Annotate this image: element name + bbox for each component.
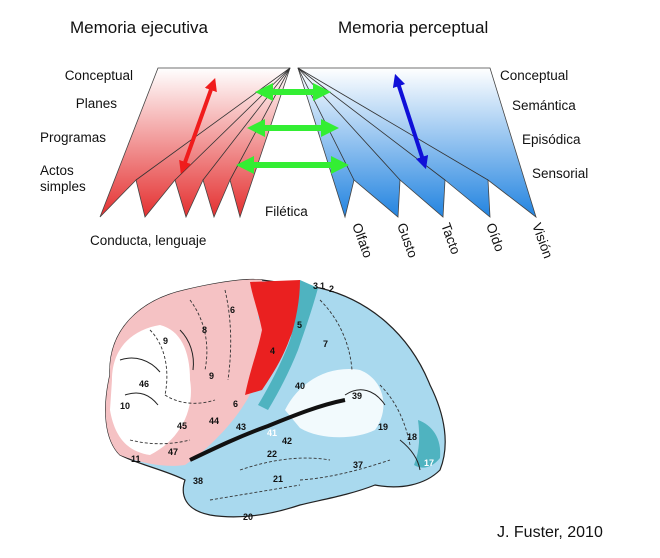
- prefrontal-white-region: [110, 325, 191, 455]
- area-41: 41: [267, 428, 277, 438]
- area-43: 43: [236, 422, 246, 432]
- area-8: 8: [202, 325, 207, 335]
- area-47: 47: [168, 447, 178, 457]
- perceptual-blue-arrow: [392, 73, 429, 170]
- perceptual-hierarchy: [297, 67, 537, 219]
- occipital-region: [414, 420, 441, 468]
- area-1: 1: [320, 281, 325, 291]
- area-9-mid: 9: [209, 371, 214, 381]
- area-46: 46: [139, 379, 149, 389]
- area-9-top: 9: [163, 336, 168, 346]
- sense-vision: Visión: [529, 221, 556, 260]
- area-39: 39: [352, 391, 362, 401]
- area-21: 21: [273, 474, 283, 484]
- somatosensory-strip: [258, 280, 318, 410]
- area-2: 2: [329, 284, 334, 294]
- area-6-low: 6: [233, 399, 238, 409]
- sylvian-fissure: [189, 398, 346, 462]
- perc-level-conceptual: Conceptual: [500, 68, 568, 83]
- perceptual-memory-title: Memoria perceptual: [338, 18, 488, 37]
- area-10: 10: [120, 401, 130, 411]
- area-38: 38: [193, 476, 203, 486]
- exec-level-conceptual: Conceptual: [65, 68, 133, 83]
- area-5: 5: [297, 320, 302, 330]
- area-7: 7: [323, 339, 328, 349]
- sense-gusto: Gusto: [394, 221, 420, 260]
- area-11: 11: [131, 454, 141, 464]
- motor-cortex-region: [245, 280, 301, 395]
- brain-illustration: [105, 278, 446, 518]
- area-3: 3: [313, 281, 318, 291]
- area-42: 42: [282, 436, 292, 446]
- area-22: 22: [267, 449, 277, 459]
- credit-label: J. Fuster, 2010: [497, 524, 603, 541]
- area-40: 40: [295, 381, 305, 391]
- perc-level-semantica: Semántica: [512, 98, 576, 113]
- exec-level-programas: Programas: [40, 130, 106, 145]
- green-link-arrows: [236, 83, 349, 174]
- area-45: 45: [177, 421, 187, 431]
- area-18: 18: [407, 432, 417, 442]
- brodmann-area-labels: 3 1 2 6 8 9 4 5 7 46 9 40 39 10 6 43 44 …: [120, 281, 434, 522]
- executive-hierarchy: [99, 67, 291, 219]
- sense-tacto: Tacto: [438, 221, 463, 256]
- exec-base-label: Conducta, lenguaje: [90, 233, 206, 248]
- filetica-label: Filética: [265, 204, 308, 219]
- area-6-top: 6: [230, 305, 235, 315]
- perc-level-sensorial: Sensorial: [532, 166, 588, 181]
- perc-level-episodica: Episódica: [522, 132, 581, 147]
- executive-memory-title: Memoria ejecutiva: [70, 18, 208, 37]
- brain-area-boundaries: [129, 289, 411, 501]
- executive-fan: [99, 67, 291, 219]
- executive-red-arrow: [179, 77, 217, 175]
- sense-oido: Oído: [483, 221, 507, 254]
- area-19: 19: [378, 422, 388, 432]
- area-44: 44: [209, 416, 219, 426]
- area-4: 4: [270, 346, 275, 356]
- area-17: 17: [424, 458, 434, 468]
- area-37: 37: [353, 460, 363, 470]
- sense-olfato: Olfato: [349, 221, 375, 260]
- area-20: 20: [243, 512, 253, 522]
- exec-level-planes: Planes: [76, 96, 118, 111]
- brain-sulci: [119, 329, 421, 471]
